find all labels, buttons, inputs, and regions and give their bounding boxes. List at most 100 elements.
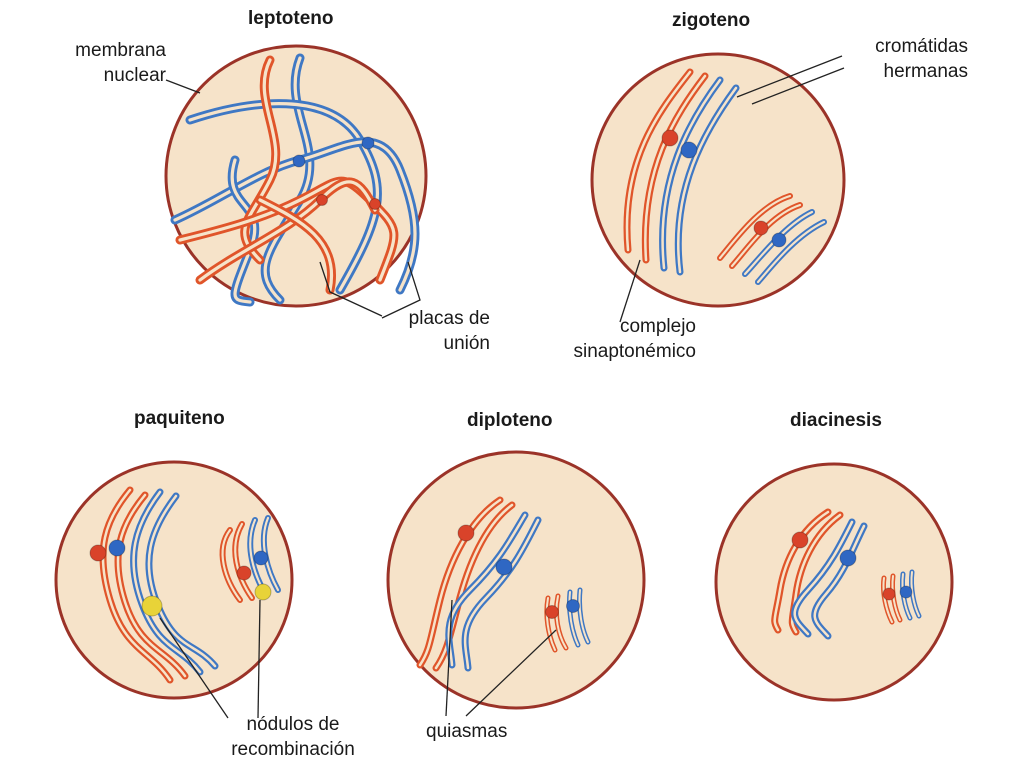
diacinesis-blue-strand-4-core (910, 571, 920, 617)
diacinesis-blue-strand-2-core (813, 524, 866, 638)
cell-paquiteno (54, 460, 294, 700)
diacinesis-blue-strand-1 (791, 518, 856, 638)
stage-title-diacinesis: diacinesis (790, 410, 882, 431)
label-nodulos-de-recombinacion-line2: recombinación (231, 739, 355, 760)
diploteno-blue-strand-4-core (578, 589, 589, 643)
zigoteno-red-strand-2 (641, 72, 709, 264)
zigoteno-centromere-red-small (753, 220, 769, 236)
chromosomes-zigoteno (623, 68, 827, 285)
pointer-cromatidas-hermanas-1 (736, 55, 843, 98)
label-cromatidas-hermanas-line1: cromátidas (875, 36, 968, 57)
diploteno-red-strand-3-core (545, 597, 556, 651)
paquiteno-red-strand-1 (99, 486, 174, 684)
diploteno-red-strand-3 (544, 595, 558, 653)
leptoteno-red-strand-1-core (243, 58, 278, 262)
diploteno-blue-strand-2 (461, 516, 542, 672)
paquiteno-centromere-blue-small (253, 550, 269, 566)
zigoteno-red-strand-1-core (625, 70, 692, 252)
leptoteno-red-strand-2-core (178, 179, 396, 282)
diacinesis-red-strand-4-core (891, 575, 901, 621)
label-placas-de-union: placas de unión (382, 306, 490, 356)
diploteno-blue-strand-3-core (568, 591, 579, 646)
paquiteno-blue-strand-1-core (132, 490, 202, 674)
leptoteno-centromere-blue-2 (361, 136, 375, 150)
stage-title-diploteno: diploteno (467, 410, 553, 431)
label-cromatidas-hermanas-line2: hermanas (883, 61, 969, 82)
label-nodulos-de-recombinacion-line1: nódulos de (246, 714, 340, 735)
zigoteno-red-strand-2-core (644, 74, 707, 262)
leptoteno-red-strand-3-core (198, 180, 377, 282)
stage-title-leptoteno: leptoteno (248, 8, 334, 29)
pointer-cromatidas-hermanas-2 (751, 67, 845, 105)
diacinesis-red-strand-2-core (790, 513, 842, 634)
diacinesis-red-strand-3 (881, 575, 895, 625)
zigoteno-blue-strand-1-core (661, 78, 722, 270)
leptoteno-blue-strand-3 (170, 137, 420, 295)
diacinesis-centromere-blue-small (899, 585, 913, 599)
stage-title-paquiteno: paquiteno (134, 408, 225, 429)
zigoteno-centromere-red-large (661, 129, 679, 147)
diacinesis-red-strand-1-core (773, 510, 830, 632)
leptoteno-blue-strand-3-core (173, 140, 417, 292)
label-quiasmas: quiasmas (426, 719, 507, 744)
paquiteno-recombination-node-1 (141, 595, 163, 617)
leptoteno-centromere-blue-1 (292, 154, 306, 168)
diacinesis-blue-strand-3-core (901, 573, 911, 619)
diacinesis-blue-strand-4 (909, 569, 922, 619)
leptoteno-red-strand-4 (255, 195, 336, 295)
zigoteno-red-strand-3-core (718, 194, 792, 260)
zigoteno-red-strand-1 (623, 68, 694, 254)
leptoteno-centromere-red-1 (316, 194, 328, 206)
paquiteno-centromere-red-large (89, 544, 107, 562)
zigoteno-red-strand-3 (717, 193, 793, 261)
leptoteno-red-strand-4-core (258, 198, 334, 292)
diacinesis-blue-strand-3 (900, 571, 913, 621)
paquiteno-centromere-blue-large (108, 539, 126, 557)
chromosomes-diacinesis (771, 508, 922, 640)
label-complejo-sinaptonemico-line2: sinaptonémico (573, 341, 696, 362)
pointer-nodulos-1 (159, 617, 229, 719)
label-complejo-sinaptonemico: complejo sinaptonémico (536, 314, 696, 364)
diploteno-centromere-blue-small (566, 599, 580, 613)
paquiteno-red-strand-2-core (116, 493, 187, 678)
leptoteno-red-strand-3 (195, 177, 380, 285)
zigoteno-blue-strand-4 (755, 219, 827, 285)
zigoteno-blue-strand-1 (659, 76, 724, 272)
label-placas-de-union-line1: placas de (408, 308, 490, 329)
zigoteno-centromere-blue-large (680, 141, 698, 159)
pointer-quiasmas-2 (465, 629, 557, 717)
leptoteno-red-strand-2 (175, 176, 399, 285)
leptoteno-red-strand-1 (240, 55, 281, 265)
paquiteno-red-strand-3-core (221, 528, 242, 602)
diacinesis-centromere-blue-large (839, 549, 857, 567)
paquiteno-centromere-red-small (236, 565, 252, 581)
diacinesis-blue-strand-1-core (793, 520, 854, 636)
diacinesis-centromere-red-large (791, 531, 809, 549)
label-membrana-nuclear-line1: membrana (75, 40, 166, 61)
label-placas-de-union-line2: unión (443, 333, 491, 354)
pointer-membrana-nuclear (165, 79, 201, 94)
paquiteno-red-strand-2 (114, 491, 189, 680)
label-complejo-sinaptonemico-line1: complejo (619, 316, 696, 337)
pointer-quiasmas-1 (445, 599, 453, 717)
diploteno-blue-strand-3 (567, 589, 581, 648)
zigoteno-blue-strand-2 (674, 84, 740, 276)
pointer-complejo-sinaptonemico (619, 259, 641, 323)
diploteno-red-strand-1 (416, 496, 504, 669)
label-membrana-nuclear-line2: nuclear (103, 65, 166, 86)
pointer-placas-de-union-2 (381, 261, 421, 319)
paquiteno-red-strand-3 (219, 527, 243, 603)
pointer-placas-de-union-1 (319, 261, 383, 317)
paquiteno-red-strand-4 (232, 521, 255, 601)
cell-diploteno (386, 450, 646, 710)
diacinesis-blue-strand-2 (811, 522, 868, 640)
zigoteno-blue-strand-2-core (677, 86, 738, 274)
diacinesis-red-strand-3-core (882, 577, 893, 623)
label-cromatidas-hermanas: cromátidas hermanas (842, 34, 968, 84)
paquiteno-recombination-node-2 (254, 583, 272, 601)
diploteno-red-strand-4-core (555, 595, 567, 649)
diacinesis-red-strand-2 (788, 511, 844, 636)
paquiteno-blue-strand-1 (130, 488, 204, 676)
leptoteno-centromere-red-2 (369, 198, 381, 210)
